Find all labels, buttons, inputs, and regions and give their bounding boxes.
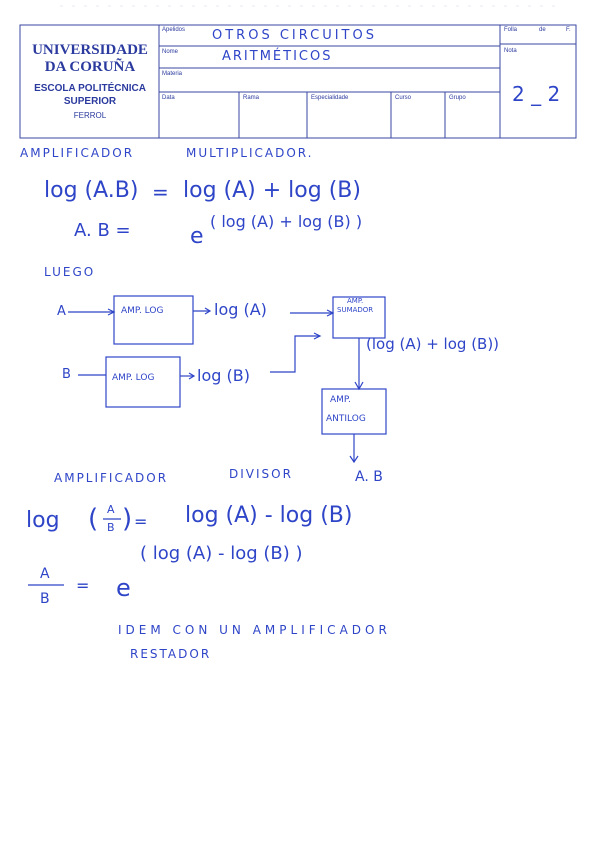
school-name-line2: SUPERIOR [63, 96, 117, 107]
log-b-output: log (B) [197, 366, 250, 385]
heading-multiplicador: MULTIPLICADOR. [186, 146, 314, 160]
city-name: FERROL [73, 111, 107, 120]
header-frame [19, 24, 577, 139]
box-log-b-label: AMP. LOG [112, 373, 155, 383]
label-apellidos: Apelidos [162, 27, 186, 33]
handwritten-apellidos: OTROS CIRCUITOS [212, 28, 377, 43]
label-especialidade: Especialidade [311, 95, 349, 101]
box-sumador-label-1: AMP. [347, 297, 364, 305]
heading-amplificador-div: AMPLIFICADOR [54, 471, 169, 485]
label-f: F. [566, 27, 571, 33]
equation-2-base: e [190, 224, 204, 249]
box-antilog-label-2: ANTILOG [326, 414, 366, 424]
sumador-output: (log (A) + log (B)) [366, 335, 500, 353]
label-folla: Folla [504, 27, 518, 33]
box-log-a-label: AMP. LOG [121, 306, 164, 316]
equation-3-equals: = [134, 512, 148, 531]
log-a-output: log (A) [214, 300, 267, 319]
equation-4-equals: = [76, 576, 90, 595]
wire-to-sumador-b [270, 335, 320, 373]
equation-4-exponent: ( log (A) - log (B) ) [140, 543, 303, 564]
equation-4-den: B [40, 591, 50, 607]
label-curso: Curso [395, 95, 412, 101]
label-nota: Nota [504, 48, 517, 54]
box-amp-log-b [105, 356, 181, 408]
label-data: Data [162, 95, 175, 101]
equation-1-equals: = [152, 180, 169, 204]
equation-3-frac-num: A [107, 503, 115, 516]
input-a-label: A [57, 304, 66, 319]
equation-2-left: A. B = [74, 220, 131, 241]
handwritten-nome: ARITMÉTICOS [222, 49, 333, 64]
university-name-line1: UNIVERSIDADE [32, 42, 148, 58]
equation-3-open-paren: ( [88, 504, 99, 534]
label-materia: Materia [162, 71, 183, 77]
heading-amplificador-mult: AMPLIFICADOR [20, 146, 135, 160]
equation-3-close-paren: ) [122, 504, 133, 534]
equation-4-base: e [116, 574, 131, 602]
heading-divisor: DIVISOR [229, 467, 293, 481]
label-grupo: Grupo [449, 95, 466, 101]
box-antilog-label-1: AMP. [330, 395, 351, 405]
box-sumador-label-2: SUMADOR [337, 306, 374, 314]
arrow-a-in [107, 308, 116, 316]
handwritten-page-number: 2 _ 2 [512, 82, 561, 106]
luego-label: LUEGO [44, 265, 96, 279]
equation-1-right: log (A) + log (B) [183, 178, 361, 203]
university-name-line2: DA CORUÑA [44, 59, 136, 75]
label-de: de [539, 27, 546, 33]
equation-4-num: A [40, 566, 50, 582]
equation-3-right: log (A) - log (B) [185, 503, 353, 528]
equation-2-exponent: ( log (A) + log (B) ) [210, 212, 363, 231]
output-ab-label: A. B [355, 469, 383, 485]
box-amp-log-a [113, 295, 194, 345]
equation-1-left: log (A.B) [44, 178, 139, 203]
label-nome: Nome [162, 49, 179, 55]
note-line-1: IDEM CON UN AMPLIFICADOR [118, 623, 391, 637]
note-line-2: RESTADOR [130, 647, 212, 661]
label-rama: Rama [243, 95, 260, 101]
input-b-label: B [62, 367, 71, 382]
equation-3-log: log [26, 508, 60, 533]
school-name-line1: ESCOLA POLITÉCNICA [34, 83, 146, 94]
equation-3-frac-den: B [107, 521, 115, 534]
